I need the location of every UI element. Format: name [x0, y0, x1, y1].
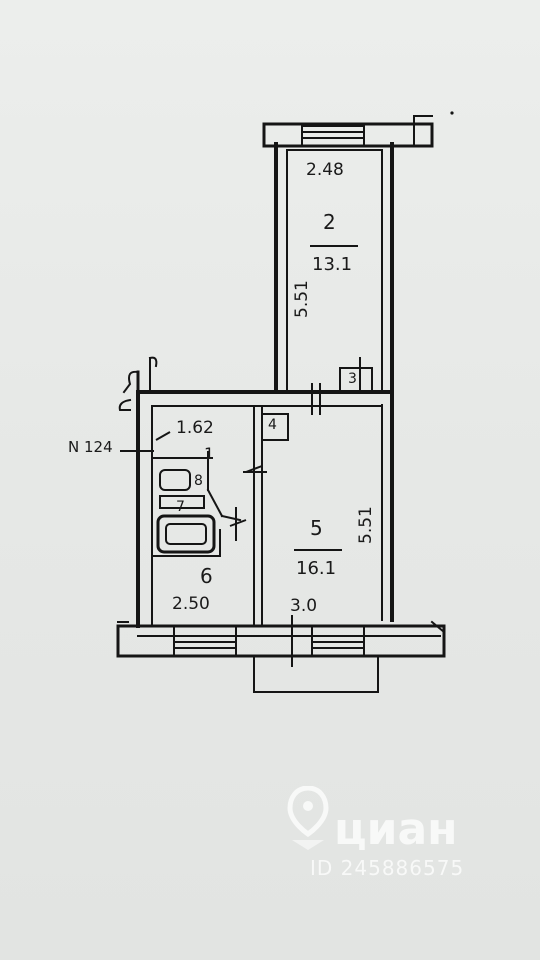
- room-5-number: 5: [310, 516, 323, 540]
- stray-mark: [450, 111, 454, 115]
- watermark-brand: циан: [334, 804, 458, 855]
- apartment-number-label: N 124: [68, 438, 113, 456]
- room-5-length: 5.51: [356, 506, 376, 544]
- balcony: [253, 655, 379, 693]
- room-2-walls: [274, 142, 394, 622]
- partition-wall: [243, 405, 289, 627]
- left-wall: [118, 356, 158, 628]
- room-2-fraction-line: [310, 245, 358, 247]
- top-width-dimension: 2.48: [306, 160, 344, 180]
- room-6-width: 2.50: [172, 594, 210, 614]
- apartment-label-pointer: [120, 450, 154, 452]
- room-7-number: 7: [176, 499, 185, 515]
- location-pin-icon: [287, 786, 329, 850]
- room-2-area: 13.1: [312, 254, 353, 275]
- dimension-ticks: [155, 431, 263, 527]
- room-2-length: 5.51: [292, 280, 312, 318]
- room-5-width: 3.0: [290, 596, 318, 616]
- middle-wall: [136, 383, 394, 415]
- room-3-number: 3: [348, 371, 357, 387]
- room-6-number: 6: [200, 564, 213, 588]
- bottom-wall: [116, 615, 446, 667]
- room-3-box: [339, 357, 373, 393]
- room-2-number: 2: [323, 210, 336, 234]
- room-5-fraction-line: [294, 549, 342, 551]
- room-8-number: 8: [194, 473, 203, 489]
- room-5-area: 16.1: [296, 558, 337, 579]
- bathroom-fixtures: [151, 451, 242, 557]
- room-1-width: 1.62: [176, 418, 214, 438]
- room-4-number: 4: [268, 417, 277, 433]
- watermark-id: ID 245886575: [310, 856, 465, 880]
- room-1-number: 1: [204, 444, 215, 463]
- top-window: [262, 115, 434, 148]
